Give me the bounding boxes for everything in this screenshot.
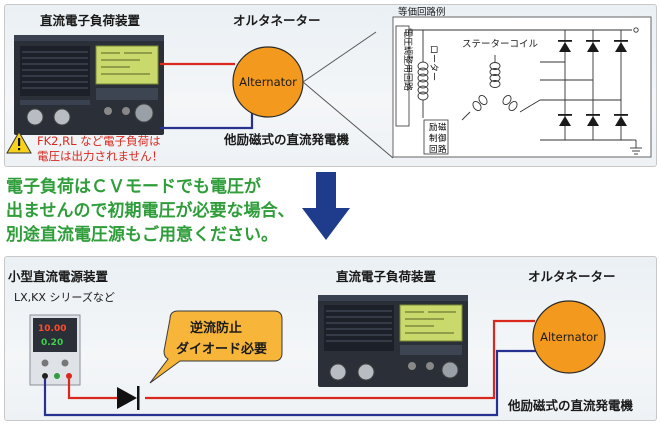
top-diagram: Alternator 等価回路例 電圧調整用回路 ローター 励 磁 制 御 回 …: [6, 6, 652, 159]
top-callout-line-2: [302, 81, 394, 159]
diode-callout-bubble: [149, 310, 283, 384]
down-arrow-icon: [302, 172, 350, 240]
top-load-title: 直流電子負荷装置: [40, 13, 141, 28]
middle-line2: 出ませんので初期電圧が必要な場合、: [6, 201, 295, 221]
top-circuit-ctrl-box: [423, 119, 449, 155]
bubble-line2: ダイオード必要: [176, 342, 268, 357]
top-circuit-ctrl-3: 制: [429, 133, 438, 144]
psu-device: 10.00 0.20: [29, 314, 81, 386]
bottom-alternator-title: オルタネーター: [528, 269, 616, 284]
bottom-alternator-circle: [532, 300, 606, 374]
top-circuit-ctrl-6: 路: [438, 144, 447, 155]
bottom-load-device: [318, 295, 468, 387]
top-circuit-coil2: ステーターコイル: [462, 39, 539, 50]
top-circuit-ctrl-4: 御: [438, 133, 447, 144]
svg-text:電圧調整用回路: 電圧調整用回路: [402, 28, 414, 91]
bottom-psu-title: 小型直流電源装置: [8, 269, 109, 284]
psu-display-voltage: 10.00: [38, 324, 66, 334]
psu-display-current: 0.20: [41, 338, 63, 348]
warning-icon: [6, 130, 32, 154]
bubble-line1: 逆流防止: [190, 321, 243, 336]
top-circuit-coil1: ローター: [428, 45, 439, 81]
bottom-psu-series: LX,KX シリーズなど: [14, 291, 115, 304]
middle-line3: 別途直流電圧源もご用意ください。: [6, 225, 278, 245]
bottom-diagram: 10.00 0.20: [29, 295, 606, 417]
top-callout-line: [302, 31, 377, 83]
stator-coil-icon: [461, 55, 541, 121]
bottom-wire-positive-2: [145, 319, 535, 400]
top-load-device: [14, 35, 164, 135]
bottom-generator-caption: 他励磁式の直流発電機: [508, 398, 634, 413]
top-circuit-vert-label: 電圧調整用回路: [402, 28, 414, 91]
rectifier-diodes: [558, 40, 628, 126]
bottom-wire-positive: [67, 379, 117, 400]
bottom-load-title: 直流電子負荷装置: [336, 269, 437, 284]
diode-icon: [117, 386, 140, 410]
top-alternator-label: Alternator: [239, 75, 297, 89]
top-circuit-title: 等価回路例: [398, 6, 446, 18]
top-wire-negative: [160, 109, 254, 130]
top-circuit-ctrl-5: 回: [429, 145, 438, 155]
svg-text:ローター: ローター: [428, 45, 439, 81]
top-circuit-ctrl-1: 励: [429, 123, 438, 133]
bottom-wire-negative: [43, 349, 548, 417]
top-circuit-ctrl-2: 磁: [438, 122, 447, 133]
bottom-alternator-label: Alternator: [540, 330, 598, 344]
middle-line1: 電子負荷はＣＶモードでも電圧が: [6, 177, 261, 197]
rotor-coil-icon: [409, 29, 540, 118]
top-alternator-title: オルタネーター: [233, 13, 321, 28]
top-warning-line1: FK2,RL など電子負荷は: [37, 134, 161, 148]
top-generator-caption: 他励磁式の直流発電機: [224, 132, 350, 147]
top-warning-line2: 電圧は出力されません！: [37, 149, 164, 163]
